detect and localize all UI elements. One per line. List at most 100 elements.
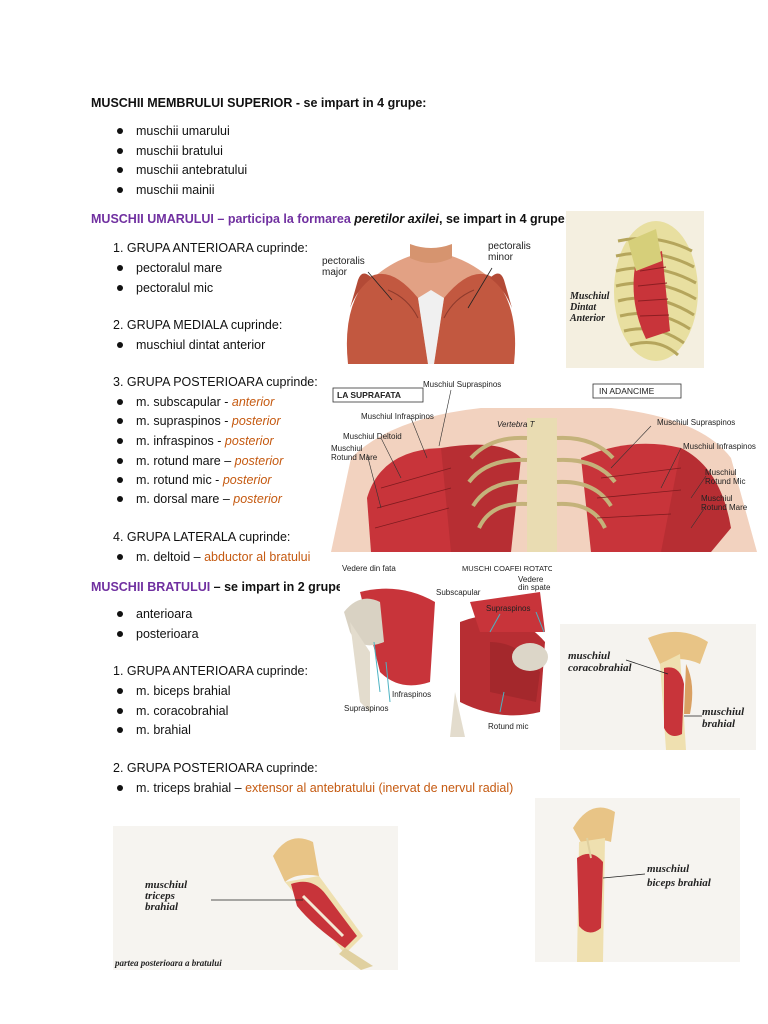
muscle-position: posterior: [224, 434, 274, 448]
serratus-label: Muschiul Dintat Anterior: [570, 291, 610, 324]
deltoid-label: Muschiul Deltoid: [343, 432, 402, 441]
muscle-position: posterior: [233, 492, 282, 506]
arm-anterior-illustration: [625, 631, 708, 750]
serratus-figure: Muschiul Dintat Anterior: [566, 211, 704, 368]
pectoral-illustration: [346, 244, 516, 364]
list-item: m. dorsal mare – posterior: [136, 491, 282, 507]
arm-biceps-illustration: [573, 807, 646, 962]
list-item: muschii umarului: [136, 124, 230, 138]
bullet: [117, 438, 123, 444]
list-item: muschii antebratului: [136, 163, 248, 177]
list-item: m. supraspinos - posterior: [136, 413, 281, 429]
muscle-name: m. infraspinos -: [136, 434, 225, 448]
supraspinatus-b-label: Supraspinos: [344, 704, 389, 713]
list-item: m. triceps brahial – extensor al antebra…: [136, 780, 513, 796]
bullet: [117, 128, 123, 134]
triceps-caption: partea posterioara a bratului: [115, 958, 222, 968]
list-item: m. brahial: [136, 723, 191, 737]
list-item: muschii mainii: [136, 183, 215, 197]
list-item: posterioara: [136, 627, 199, 641]
bullet: [117, 631, 123, 637]
bullet: [117, 611, 123, 617]
muscle-name: m. supraspinos -: [136, 414, 232, 428]
muscle-position: anterior: [231, 395, 275, 409]
vertebra-label: Vertebra T: [497, 420, 535, 429]
bullet: [117, 688, 123, 694]
muscle-name: m. triceps brahial –: [136, 781, 246, 795]
list-item: m. biceps brahial: [136, 684, 231, 698]
muscle-name: m. subscapular -: [136, 395, 232, 409]
supraspinatus-a-label: Supraspinos: [486, 604, 531, 613]
bullet: [117, 342, 123, 348]
surface-label: LA SUPRAFATA: [337, 390, 402, 400]
list-item: anterioara: [136, 607, 193, 621]
list-item: pectoralul mic: [136, 281, 214, 295]
coracobrachialis-label: muschiul coracobrahial: [568, 650, 632, 674]
bullet: [117, 727, 123, 733]
infraspinatus-label: Infraspinos: [392, 690, 432, 699]
list-item: m. rotund mare – posterior: [136, 453, 283, 469]
list-item: m. subscapular - anterior: [136, 394, 274, 410]
arm-heading: MUSCHII BRATULUI – se impart in 2 grupe:: [91, 579, 347, 595]
muscle-name: m. deltoid –: [136, 550, 205, 564]
list-item: muschii bratului: [136, 144, 223, 158]
muscle-position: posterior: [222, 473, 272, 487]
list-item: m. coracobrahial: [136, 704, 229, 718]
bullet: [117, 708, 123, 714]
infraspinatus-left-label: Muschiul Infraspinos: [361, 412, 434, 421]
infraspinatus-right-label: Muschiul Infraspinos: [683, 442, 756, 451]
muscle-name: m. dorsal mare –: [136, 492, 234, 506]
title-bold: MUSCHII MEMBRULUI SUPERIOR: [91, 96, 293, 110]
list-item: m. rotund mic - posterior: [136, 472, 271, 488]
list-item: pectoralul mare: [136, 261, 223, 275]
arm-heading-label: MUSCHII BRATULUI: [91, 580, 211, 594]
arm-heading-rest: – se impart in 2 grupe:: [210, 580, 348, 594]
muscle-name: m. rotund mic -: [136, 473, 223, 487]
biceps-label: muschiul biceps brahial: [647, 863, 711, 889]
shoulder-heading-label: MUSCHII UMARULUI: [91, 212, 214, 226]
title-rest: - se impart in 4 grupe:: [292, 96, 427, 110]
pectoralis-minor-label: pectoralis minor: [488, 241, 531, 263]
brachialis-label: muschiul brahial: [702, 706, 745, 730]
ribcage-illustration: [614, 221, 698, 361]
back-view-label: Vedere din spate: [518, 575, 551, 592]
bullet: [117, 458, 123, 464]
bullet: [117, 167, 123, 173]
bullet: [117, 418, 123, 424]
muscle-function: abductor al bratului: [204, 550, 311, 564]
coracobrachialis-figure: muschiul coracobrahial muschiul brahial: [560, 624, 756, 750]
supraspinatus-top-label: Muschiul Supraspinos: [423, 380, 502, 389]
bullet: [117, 554, 123, 560]
rotator-illustration: [344, 588, 548, 737]
rotator-cuff-figure: Vedere din fata MUSCHI COAFEI ROTATORI V…: [340, 562, 552, 742]
bullet: [117, 285, 123, 291]
subscapular-label: Subscapular: [436, 588, 481, 597]
back-illustration: [331, 383, 757, 552]
arm-posterior-title: 2. GRUPA POSTERIOARA cuprinde:: [113, 761, 318, 775]
biceps-figure: muschiul biceps brahial: [535, 798, 740, 962]
teres-minor-label: Muschiul Rotund Mic: [705, 468, 746, 486]
bullet: [117, 187, 123, 193]
bullet: [117, 265, 123, 271]
muscle-function: extensor al antebratului (inervat de ner…: [245, 781, 514, 795]
teres-major-right-label: Muschiul Rotund Mare: [701, 494, 748, 512]
front-view-label: Vedere din fata: [342, 564, 396, 573]
muscle-position: posterior: [234, 454, 284, 468]
deep-label: IN ADANCIME: [599, 386, 655, 396]
teres-minor-label: Rotund mic: [488, 722, 529, 731]
shoulder-heading-rest: , se impart in 4 grupe:: [439, 212, 569, 226]
list-item: m. infraspinos - posterior: [136, 433, 274, 449]
shoulder-heading-dash: – participa la formarea: [213, 212, 355, 226]
page-title: MUSCHII MEMBRULUI SUPERIOR - se impart i…: [91, 95, 426, 111]
triceps-figure: muschiul triceps brahial partea posterio…: [113, 826, 398, 970]
list-item: muschiul dintat anterior: [136, 338, 266, 352]
list-item: m. deltoid – abductor al bratului: [136, 549, 310, 565]
pectoral-figure: pectoralis major pectoralis minor: [318, 238, 544, 364]
bullet: [117, 399, 123, 405]
medial-group-title: 2. GRUPA MEDIALA cuprinde:: [113, 318, 283, 332]
triceps-label: muschiul triceps brahial: [145, 879, 188, 913]
lateral-group-title: 4. GRUPA LATERALA cuprinde:: [113, 530, 291, 544]
anterior-group-title: 1. GRUPA ANTERIOARA cuprinde:: [113, 241, 308, 255]
arm-posterior-illustration: [211, 838, 373, 970]
shoulder-heading: MUSCHII UMARULUI – participa la formarea…: [91, 211, 569, 227]
